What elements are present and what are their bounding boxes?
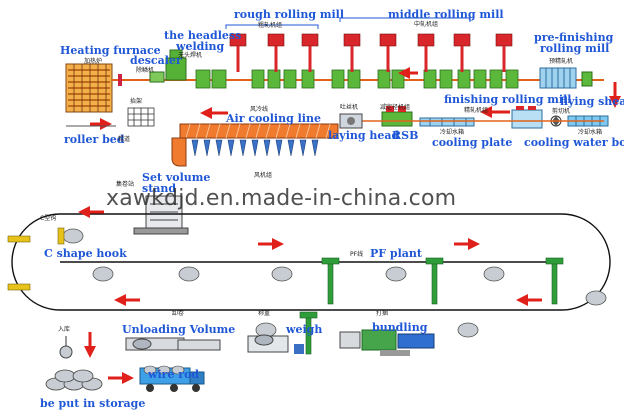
label-finishing-cn: 精轧机组 xyxy=(464,107,489,114)
label-flying-shear-cn: 剪切机 xyxy=(552,108,571,115)
label-headless-line1: the headless xyxy=(164,29,242,42)
cooling-plate xyxy=(419,117,475,127)
label-weigh-cn: 称重 xyxy=(258,310,271,317)
label-headless-cn: 无头焊机 xyxy=(178,52,203,59)
label-rough-rolling-mill-cn: 粗轧机组 xyxy=(258,22,283,29)
label-roller-bed-cn: 辊道 xyxy=(118,136,131,143)
label-roller-bed: roller bed xyxy=(64,133,125,146)
label-c-shape-hook: C shape hook xyxy=(44,247,127,260)
mill-group-brackets xyxy=(225,17,471,29)
label-cooling-water-box: cooling water box xyxy=(524,136,624,149)
pre-finishing-mill xyxy=(539,67,593,89)
label-laying-head: laying head xyxy=(328,129,400,142)
coil-hooks xyxy=(7,227,607,338)
label-set-volume-line2: stand xyxy=(142,182,177,195)
roller-units xyxy=(195,69,519,89)
label-set-volume-line1: Set volume xyxy=(142,171,211,184)
label-middle-rolling-mill-cn: 中轧机组 xyxy=(414,21,439,28)
label-cooling-water-box-cn: 冷却水箱 xyxy=(578,129,603,136)
flow-arrows-loop xyxy=(78,206,542,384)
storage-crane xyxy=(59,336,73,359)
label-cooling-plate-cn: 冷却水箱 xyxy=(440,129,465,136)
laying-head xyxy=(339,113,363,129)
air-cooling-line xyxy=(171,123,339,167)
label-pf-line-cn: PF线 xyxy=(350,251,364,258)
watermark-text: xawkdjd.en.made-in-china.com xyxy=(106,186,457,211)
label-fan-unit-cn: 风机组 xyxy=(254,172,273,179)
label-bundling-cn: 打捆 xyxy=(376,310,389,317)
label-air-cooling-line: Air cooling line xyxy=(226,112,321,125)
label-finishing-rolling-mill: finishing rolling mill xyxy=(444,93,572,106)
label-pre-finishing-line1: pre-finishing xyxy=(534,31,614,44)
label-pre-finishing-cn: 预精轧机 xyxy=(549,58,574,65)
rsb-unit xyxy=(381,106,413,127)
transport-truck xyxy=(139,365,205,392)
label-storage-cn: 入库 xyxy=(58,326,71,333)
mill-stands xyxy=(229,33,513,72)
label-cooling-plate: cooling plate xyxy=(432,136,513,149)
finishing-mill xyxy=(511,106,543,129)
label-unloading-cn: 卸卷 xyxy=(172,310,185,317)
label-unloading-volume: Unloading Volume xyxy=(122,323,236,336)
pf-loop-track xyxy=(11,213,611,311)
label-laying-head-cn: 吐丝机 xyxy=(340,104,359,111)
label-air-cooling-cn: 风冷线 xyxy=(250,106,269,113)
unloading-equipment xyxy=(125,337,221,351)
label-heating-furnace-cn: 加热炉 xyxy=(84,58,103,65)
set-volume-stand xyxy=(133,195,189,235)
label-descaler: descaler xyxy=(130,54,182,67)
fan-unit xyxy=(191,139,319,157)
label-flying-shear: flying shear xyxy=(560,95,624,108)
pf-green-posts xyxy=(299,257,564,355)
label-middle-rolling-mill: middle rolling mill xyxy=(388,8,504,21)
weigh-scale xyxy=(247,334,304,354)
headless-welding-machine xyxy=(149,49,187,83)
label-pf-plant: PF plant xyxy=(370,247,422,260)
label-descaler-cn: 除鳞机 xyxy=(136,67,155,74)
label-c-hook-cn: C型钩 xyxy=(40,215,57,222)
label-bundling: bundling xyxy=(372,321,428,334)
label-rsb-cn: 减定径机组 xyxy=(380,104,411,111)
coil-pile xyxy=(45,369,103,391)
label-heating-furnace: Heating furnace xyxy=(60,44,161,57)
label-storage: be put in storage xyxy=(40,397,146,410)
lifter xyxy=(127,107,155,127)
bundling-machine xyxy=(339,329,435,356)
label-rsb: RSB xyxy=(392,129,419,142)
flow-arrows-top xyxy=(90,67,621,130)
label-headless-line2: welding xyxy=(176,40,225,53)
label-weigh: weigh xyxy=(286,323,323,336)
heating-furnace xyxy=(65,63,113,113)
label-wire-rod: wire rod xyxy=(148,368,200,381)
label-pre-finishing-line2: rolling mill xyxy=(540,42,610,55)
label-set-volume-cn: 集卷站 xyxy=(116,181,135,188)
label-rough-rolling-mill: rough rolling mill xyxy=(234,8,345,21)
label-lifter-cn: 抬架 xyxy=(130,98,143,105)
